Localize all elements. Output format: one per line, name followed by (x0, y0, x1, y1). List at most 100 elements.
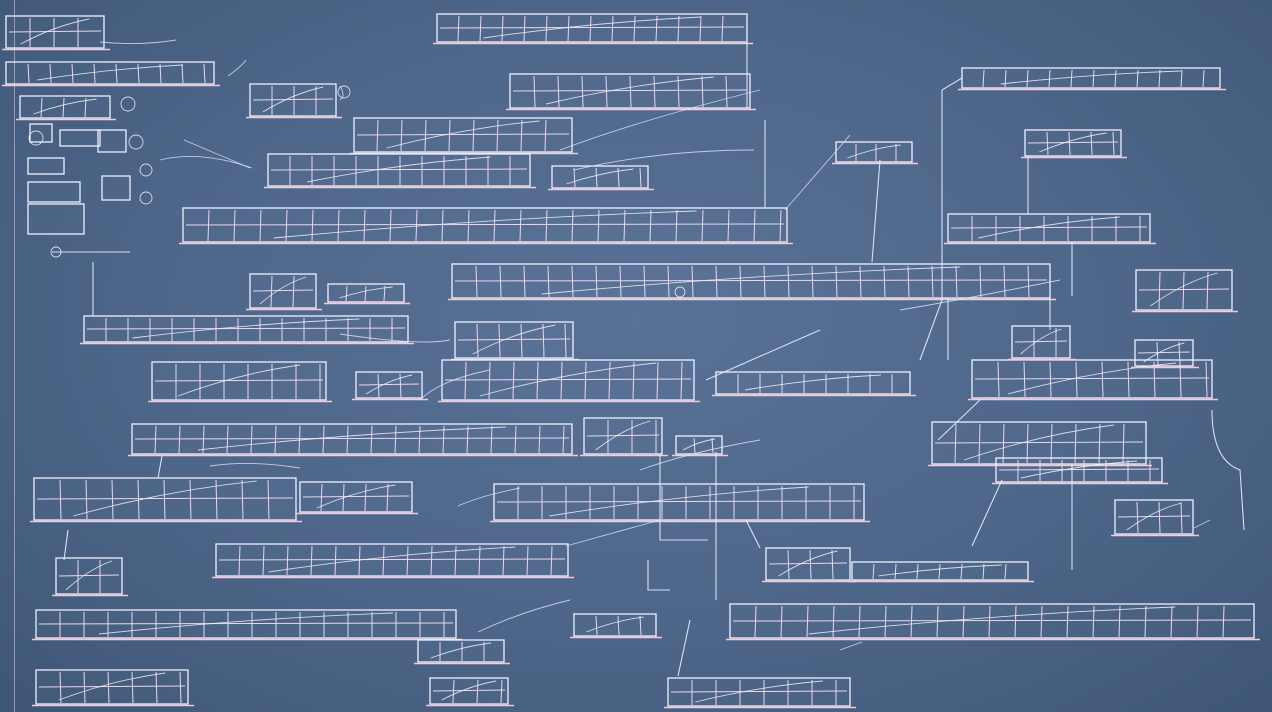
cell-divider (259, 209, 262, 242)
cell-divider (115, 63, 118, 84)
cell-divider (1180, 501, 1183, 534)
scribble-mark (273, 210, 697, 239)
cell-divider (1027, 265, 1030, 298)
connector-line (971, 479, 1003, 547)
cell-divider (1137, 351, 1191, 354)
scribble-mark (549, 486, 809, 517)
cell-divider (1092, 69, 1095, 88)
cell-divider (545, 209, 548, 242)
pen-stroke (227, 59, 247, 77)
wireframe-box (971, 359, 1213, 399)
cell-divider (475, 265, 478, 298)
cell-divider (389, 209, 392, 242)
cell-divider (884, 605, 887, 638)
cell-divider (58, 574, 120, 577)
cell-divider (643, 265, 646, 298)
cell-divider (633, 15, 636, 42)
connector-line (1211, 409, 1245, 531)
cell-divider (298, 425, 301, 454)
cell-divider (189, 479, 192, 520)
scribble-mark (1143, 342, 1185, 363)
cell-divider (617, 615, 620, 636)
pen-stroke (339, 333, 451, 343)
wireframe-box (131, 423, 573, 455)
cell-divider (358, 383, 420, 386)
cell-divider (1158, 501, 1161, 534)
scribble-mark (132, 318, 360, 339)
cell-divider (960, 563, 963, 580)
cell-divider (71, 63, 74, 84)
connector-line (647, 560, 670, 591)
cell-divider (163, 479, 166, 520)
cell-divider (207, 209, 210, 242)
cell-divider (376, 119, 379, 152)
cell-divider (62, 97, 65, 118)
cell-divider (134, 437, 570, 440)
cell-divider (595, 167, 598, 188)
wireframe-box (1114, 499, 1194, 535)
cell-divider (520, 119, 523, 152)
cell-divider (711, 437, 714, 454)
wireframe-box (35, 609, 457, 639)
icon-box-sketch (101, 175, 131, 201)
cell-divider (203, 63, 206, 84)
connector-line (705, 329, 821, 381)
cell-divider (732, 619, 1252, 622)
wireframe-box (947, 213, 1151, 243)
wireframe-box (1134, 339, 1194, 367)
cell-divider (962, 605, 965, 638)
cell-divider (1144, 605, 1147, 638)
cell-divider (629, 75, 632, 108)
cell-divider (974, 377, 1210, 380)
cell-divider (179, 671, 182, 704)
icon-box-sketch (27, 181, 81, 203)
cell-divider (406, 545, 409, 576)
scribble-mark (978, 216, 1120, 239)
cell-divider (586, 434, 660, 437)
cell-divider (988, 605, 991, 638)
cell-divider (1182, 271, 1185, 310)
cell-divider (934, 441, 1144, 444)
cell-divider (496, 500, 862, 503)
pen-stroke (573, 149, 755, 171)
wireframe-box (931, 421, 1147, 465)
cell-divider (560, 361, 563, 400)
cell-divider (931, 265, 934, 298)
wireframe-box (249, 273, 317, 309)
cell-divider (467, 209, 470, 242)
wireframe-box (441, 359, 695, 401)
cell-divider (567, 15, 570, 42)
scribble-mark (1039, 132, 1107, 153)
scribble-mark (566, 168, 634, 185)
cell-divider (693, 437, 696, 454)
cell-divider (252, 289, 314, 292)
circle-sketch (139, 191, 153, 205)
scribble-mark (365, 374, 413, 395)
cell-divider (753, 209, 756, 242)
cell-divider (536, 361, 539, 400)
wireframe-box (451, 263, 1051, 299)
wireframe-box (573, 613, 657, 637)
cell-divider (526, 545, 529, 576)
pen-stroke (839, 641, 863, 651)
scribble-mark (20, 18, 90, 45)
wireframe-box (215, 543, 569, 577)
circle-sketch (50, 246, 62, 258)
cell-divider (562, 425, 565, 454)
cell-divider (267, 479, 270, 520)
scribble-mark (177, 364, 300, 397)
cell-divider (444, 378, 692, 381)
cell-divider (1158, 69, 1161, 88)
wireframe-box (417, 639, 505, 663)
wireframe-box (835, 141, 913, 163)
cell-divider (432, 689, 506, 692)
circle-sketch (120, 96, 136, 112)
cell-divider (550, 545, 553, 576)
cell-divider (454, 279, 1048, 282)
cell-divider (763, 265, 766, 298)
cell-divider (424, 119, 427, 152)
cell-divider (1098, 423, 1101, 464)
cell-divider (998, 468, 1160, 471)
cell-divider (858, 605, 861, 638)
cell-divider (1075, 361, 1078, 398)
